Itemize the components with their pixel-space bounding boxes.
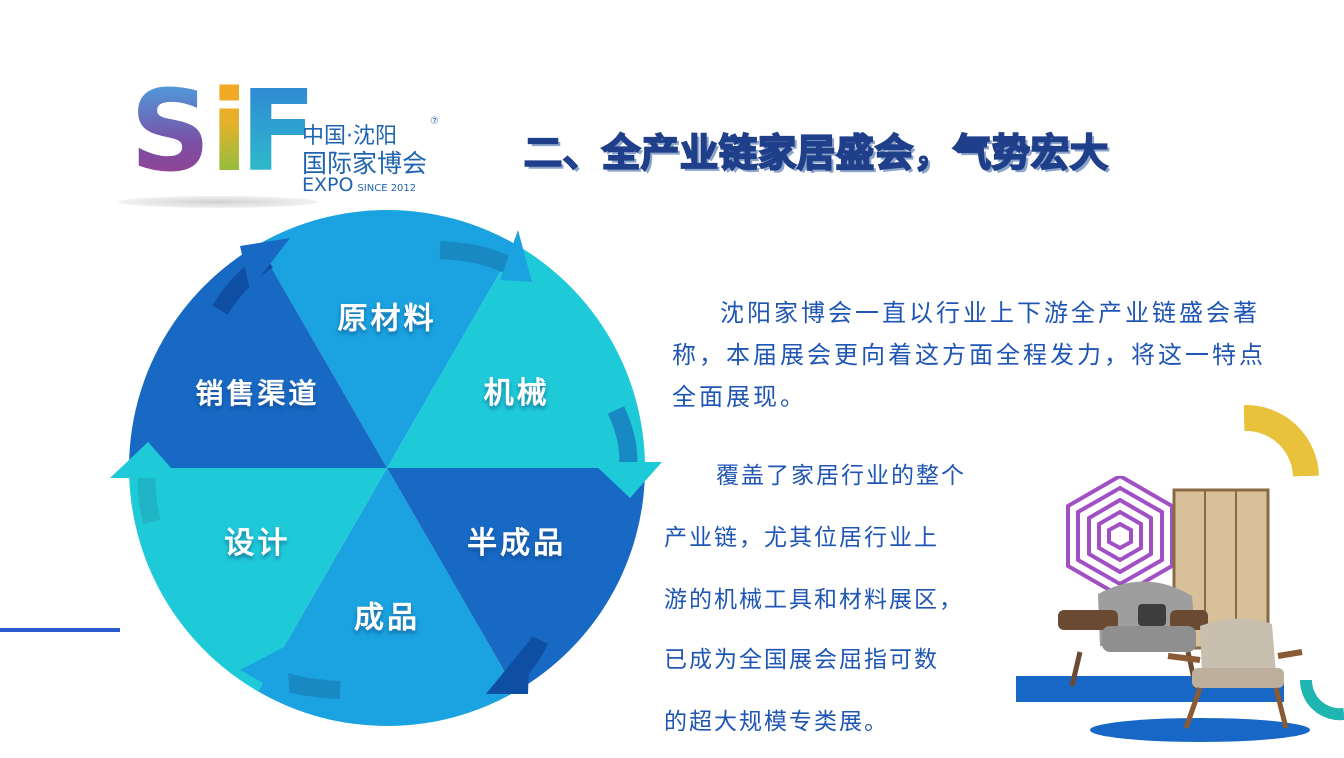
wheel-segment-3 (387, 468, 645, 692)
wheel-segment-4 (258, 468, 516, 726)
arrow-head-top-right (500, 230, 532, 282)
wheel-segment-5 (129, 468, 387, 692)
teal-arc-decoration (1299, 680, 1344, 721)
arrow-head-right (592, 462, 662, 498)
logo-mark: ⑦ (430, 116, 439, 127)
left-accent-line (0, 628, 120, 632)
logo-since: SINCE 2012 (357, 183, 417, 194)
arrow-right (607, 406, 638, 466)
logo-letter-f: F (240, 67, 317, 197)
logo-expo-name: 国际家博会 (302, 149, 428, 178)
arrow-head-top-left (240, 238, 290, 290)
detail-line-5: 的超大规模专类展。 (664, 709, 889, 735)
detail-line-4: 已成为全国展会屈指可数 (664, 647, 939, 673)
grey-armchair-icon (1058, 581, 1208, 689)
slide-title: 二、全产业链家居盛会，气势宏大 (523, 130, 1110, 176)
logo-city: 中国·沈阳 (302, 124, 397, 149)
intro-paragraph-text: 沈阳家博会一直以行业上下游全产业链盛会著称，本届展会更向着这方面全程发力，将这一… (672, 299, 1266, 411)
arrow-head-bottom-left (240, 646, 290, 698)
floor-ellipse (1090, 718, 1310, 742)
arrow-head-bottom-right (486, 640, 530, 694)
wheel-segment-2 (387, 244, 645, 468)
furniture-illustration (1058, 476, 1310, 742)
logo-letter-s: S (130, 67, 211, 197)
logo-expo-word: EXPO (302, 174, 354, 196)
cycle-arrows (110, 230, 662, 699)
hexagon-art-icon (1066, 476, 1174, 599)
wheel-label-1: 原材料 (338, 301, 437, 336)
logo-shadow (118, 196, 318, 208)
arrow-head-left (110, 442, 180, 478)
wheel-label-3: 半成品 (467, 526, 566, 561)
wheel-label-2: 机械 (484, 376, 550, 411)
wheel-label-5: 设计 (224, 526, 290, 561)
wheel-segment-1 (258, 210, 516, 468)
intro-paragraph: 沈阳家博会一直以行业上下游全产业链盛会著称，本届展会更向着这方面全程发力，将这一… (672, 292, 1292, 418)
yellow-arc-decoration (1244, 404, 1319, 478)
wheel-segment-6 (129, 244, 387, 468)
wheel-label-6: 销售渠道 (195, 377, 319, 410)
logo-letter-i: i (210, 67, 249, 197)
detail-line-2: 产业链，尤其位居行业上 (664, 525, 939, 551)
detail-line-3: 游的机械工具和材料展区， (664, 587, 964, 613)
wheel-label-4: 成品 (354, 601, 420, 636)
beige-chair-icon (1167, 618, 1303, 729)
detail-line-1: 覆盖了家居行业的整个 (716, 463, 966, 489)
